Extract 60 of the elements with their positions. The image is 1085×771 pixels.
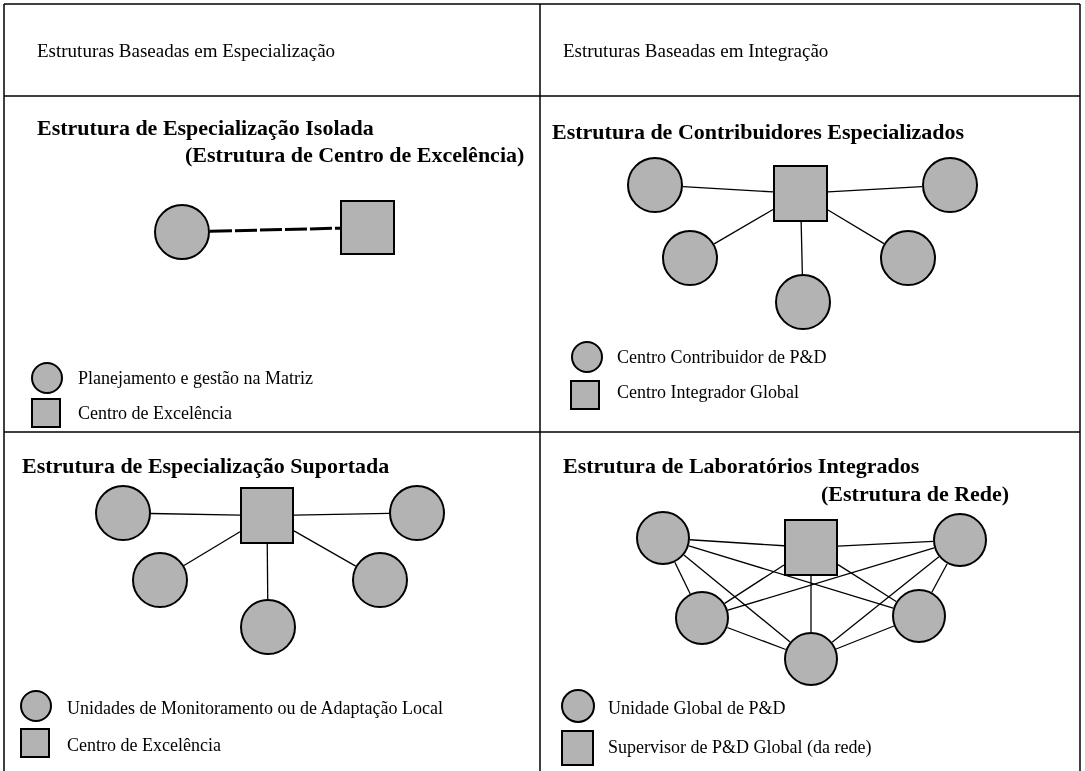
square-node: [240, 487, 294, 544]
connector-line: [726, 626, 787, 651]
connector-line: [724, 564, 785, 604]
circle-node: [636, 511, 690, 565]
circle-node: [892, 589, 946, 643]
connector-line: [150, 512, 241, 516]
panel-heading: (Estrutura de Rede): [821, 481, 1010, 507]
connector-line: [831, 556, 940, 643]
circle-node: [933, 513, 987, 567]
connector-line: [674, 561, 691, 595]
connector-line: [810, 575, 812, 633]
connector-line: [688, 545, 894, 609]
legend-text: Centro Contribuidor de P&D: [617, 347, 827, 368]
legend-text: Unidades de Monitoramento ou de Adaptação Local: [67, 698, 443, 719]
connector-line: [183, 531, 241, 567]
legend-text: Centro Integrador Global: [617, 382, 799, 403]
circle-node: [154, 204, 210, 260]
panel-heading: Estrutura de Especialização Isolada: [37, 115, 374, 141]
circle-node: [675, 591, 729, 645]
panel-heading: Estrutura de Contribuidores Especializados: [552, 119, 965, 145]
connector-line: [713, 208, 774, 245]
square-node: [773, 165, 828, 222]
legend-text: Supervisor de P&D Global (da rede): [608, 737, 872, 758]
connector-line: [293, 512, 390, 516]
column-header: Estruturas Baseadas em Especialização: [37, 40, 336, 62]
connector-line: [689, 539, 785, 547]
connector-line: [835, 625, 895, 650]
legend-text: Unidade Global de P&D: [608, 698, 786, 719]
circle-node: [775, 274, 831, 330]
legend-text: Centro de Excelência: [78, 403, 232, 424]
panel-heading: Estrutura de Laboratórios Integrados: [563, 453, 920, 479]
connector-line: [837, 564, 897, 603]
connector-line: [827, 209, 885, 245]
connector-line: [800, 221, 803, 275]
circle-node: [784, 632, 838, 686]
connector-line: [682, 186, 774, 193]
square-node: [340, 200, 395, 255]
connector-line: [683, 554, 791, 643]
connector-line: [293, 530, 357, 567]
connector-line: [266, 543, 269, 600]
circle-node: [662, 230, 718, 286]
circle-node: [132, 552, 188, 608]
column-header: Estruturas Baseadas em Integração: [563, 40, 829, 62]
connector-line: [727, 547, 935, 611]
panel-heading: (Estrutura de Centro de Excelência): [185, 142, 525, 168]
connector-line: [837, 540, 934, 547]
connector-line: [827, 185, 923, 193]
dashed-line: [209, 226, 341, 233]
circle-node: [389, 485, 445, 541]
circle-node: [880, 230, 936, 286]
legend-text: Centro de Excelência: [67, 735, 221, 756]
circle-node: [95, 485, 151, 541]
circle-node: [240, 599, 296, 655]
circle-node: [922, 157, 978, 213]
circle-node: [627, 157, 683, 213]
panel-heading: Estrutura de Especialização Suportada: [22, 453, 390, 479]
square-node: [784, 519, 838, 576]
circle-node: [352, 552, 408, 608]
legend-text: Planejamento e gestão na Matriz: [78, 368, 313, 389]
connector-line: [931, 563, 948, 593]
